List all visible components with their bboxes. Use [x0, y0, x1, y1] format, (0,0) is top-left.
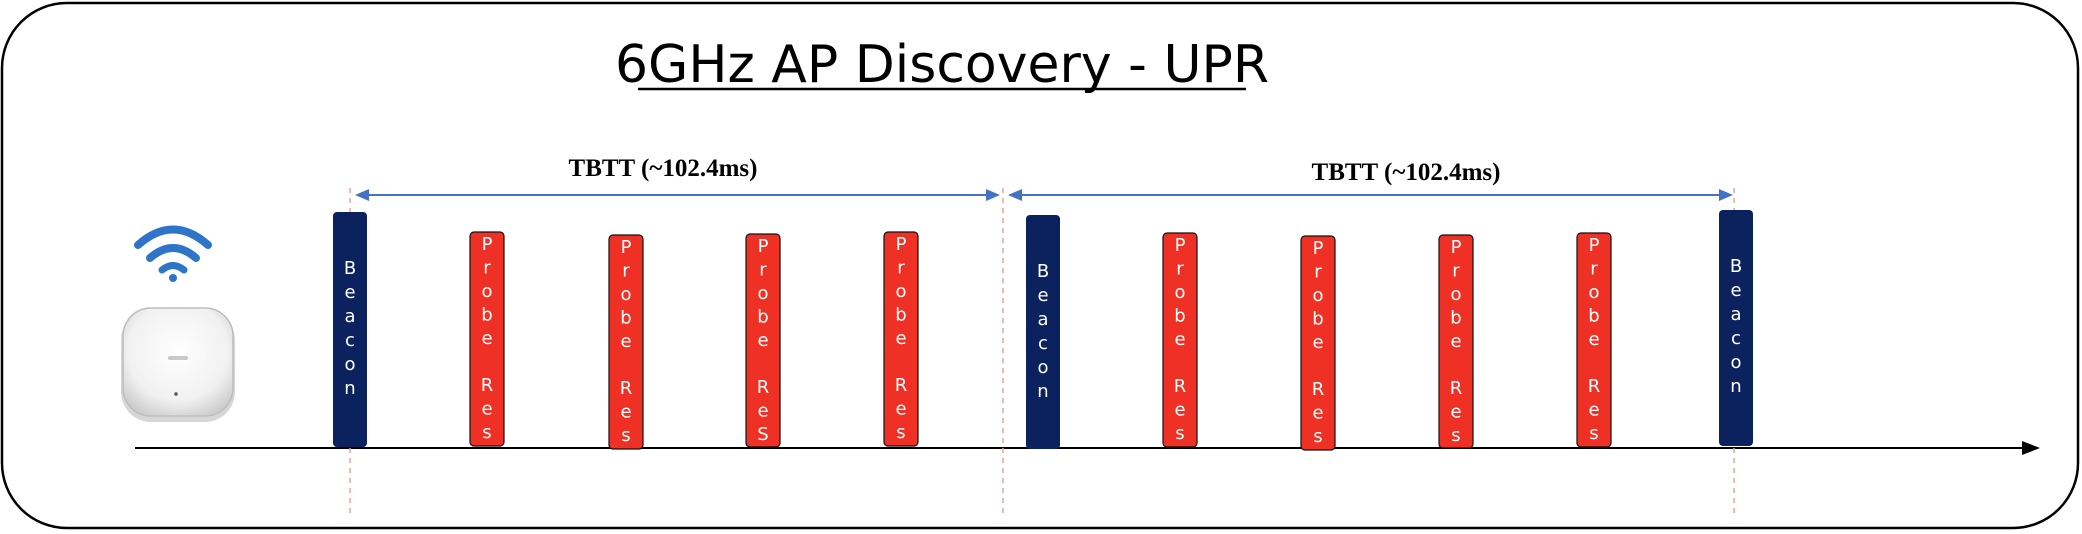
beacon-bar	[1719, 210, 1753, 446]
tbtt-arrowhead-left	[1008, 189, 1022, 201]
tbtt-interval-2: TBTT (~102.4ms)	[1008, 159, 1733, 201]
beacon-bar	[1026, 215, 1060, 449]
probe-bar	[1438, 234, 1474, 449]
page-title: 6GHz AP Discovery - UPR	[615, 35, 1269, 95]
timeline-arrowhead	[2022, 441, 2040, 455]
beacon-bar	[333, 212, 367, 447]
tbtt-label: TBTT (~102.4ms)	[569, 155, 758, 182]
wifi-icon	[134, 225, 212, 282]
tbtt-arrowhead-right	[986, 189, 1000, 201]
tbtt-arrowhead-left	[355, 189, 369, 201]
probe-bar	[608, 234, 644, 450]
tbtt-arrowhead-right	[1719, 189, 1733, 201]
tbtt-label: TBTT (~102.4ms)	[1312, 159, 1501, 186]
access-point-icon	[121, 307, 235, 422]
probe-bar	[883, 231, 919, 447]
probe-bar	[469, 231, 505, 447]
probe-bar	[1162, 232, 1198, 448]
probe-bar	[745, 233, 781, 448]
tbtt-interval-1: TBTT (~102.4ms)	[355, 155, 1000, 201]
probe-bar	[1300, 235, 1336, 451]
probe-bar	[1576, 232, 1612, 448]
